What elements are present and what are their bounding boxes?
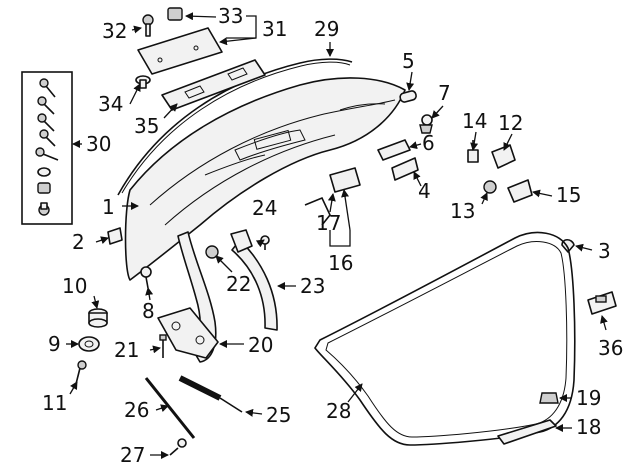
bolt-32: [142, 14, 154, 37]
callout-19: 19: [576, 386, 601, 410]
callout-15: 15: [556, 183, 581, 207]
callout-8: 8: [142, 299, 155, 323]
callout-9: 9: [48, 332, 61, 356]
callout-1: 1: [102, 195, 115, 219]
callout-29: 29: [314, 17, 339, 41]
grommet-34: [135, 75, 151, 89]
callout-11: 11: [42, 391, 67, 415]
callout-10: 10: [62, 274, 87, 298]
callout-27: 27: [120, 443, 145, 467]
callout-labels: 1 2 3 4 5 6 7 8 9 10 11 12 13 14 15 16 1…: [42, 4, 623, 467]
bracket-16: [304, 196, 331, 226]
handle-36: [587, 291, 617, 315]
actuator-15: [507, 179, 533, 203]
callout-30: 30: [86, 132, 111, 156]
callout-12: 12: [498, 111, 523, 135]
callout-36: 36: [598, 336, 623, 360]
switch-17: [329, 167, 361, 193]
callout-5: 5: [402, 49, 415, 73]
callout-3: 3: [598, 239, 611, 263]
bracket-6: [377, 139, 411, 161]
hinge-assembly: [157, 231, 219, 363]
callout-20: 20: [248, 333, 273, 357]
callout-23: 23: [300, 274, 325, 298]
callout-35: 35: [134, 114, 159, 138]
callout-22: 22: [226, 272, 251, 296]
callout-32: 32: [102, 19, 127, 43]
fastener-group-box: [21, 71, 73, 225]
callout-24: 24: [252, 196, 277, 220]
lift-strut-26: [144, 377, 196, 439]
bumper-2: [107, 227, 123, 245]
bumper-5: [399, 90, 417, 103]
bolt-11: [75, 360, 87, 385]
trunk-lid-panel: [124, 77, 406, 281]
callout-25: 25: [266, 403, 291, 427]
callout-26: 26: [124, 398, 149, 422]
nut-13: [483, 180, 497, 194]
callout-16: 16: [328, 251, 353, 275]
leader-lines: [66, 12, 608, 459]
callout-21: 21: [114, 338, 139, 362]
callout-13: 13: [450, 199, 475, 223]
callout-33: 33: [218, 4, 243, 28]
striker-plate-4: [391, 157, 419, 181]
callout-6: 6: [422, 131, 435, 155]
bumper-7: [419, 114, 433, 134]
clip-24: [260, 235, 270, 250]
latch-12: [491, 144, 516, 169]
callout-17: 17: [316, 211, 341, 235]
bumper-10: [88, 308, 108, 328]
cover-plate: [230, 229, 253, 253]
fastener-set: [35, 78, 59, 216]
callout-14: 14: [462, 109, 487, 133]
clip-33: [167, 7, 183, 21]
weatherstrip: [314, 231, 576, 446]
callout-28: 28: [326, 399, 351, 423]
clip-14: [467, 140, 479, 163]
callout-18: 18: [576, 415, 601, 439]
hinge-arm-23: [231, 239, 278, 331]
clip-8: [140, 266, 152, 289]
trim-liner: [161, 59, 266, 111]
lift-strut-25: [178, 375, 243, 413]
bracket-18: [497, 419, 557, 445]
callout-7: 7: [438, 81, 451, 105]
callout-31: 31: [262, 17, 287, 41]
bolt-21: [159, 334, 167, 358]
ball-stud-27: [169, 438, 187, 456]
callout-34: 34: [98, 92, 123, 116]
callout-4: 4: [418, 179, 431, 203]
callout-2: 2: [72, 230, 85, 254]
garnish-plate: [137, 27, 223, 75]
nut-19: [539, 392, 559, 404]
nut-22: [205, 245, 219, 259]
washer-9: [78, 336, 100, 352]
